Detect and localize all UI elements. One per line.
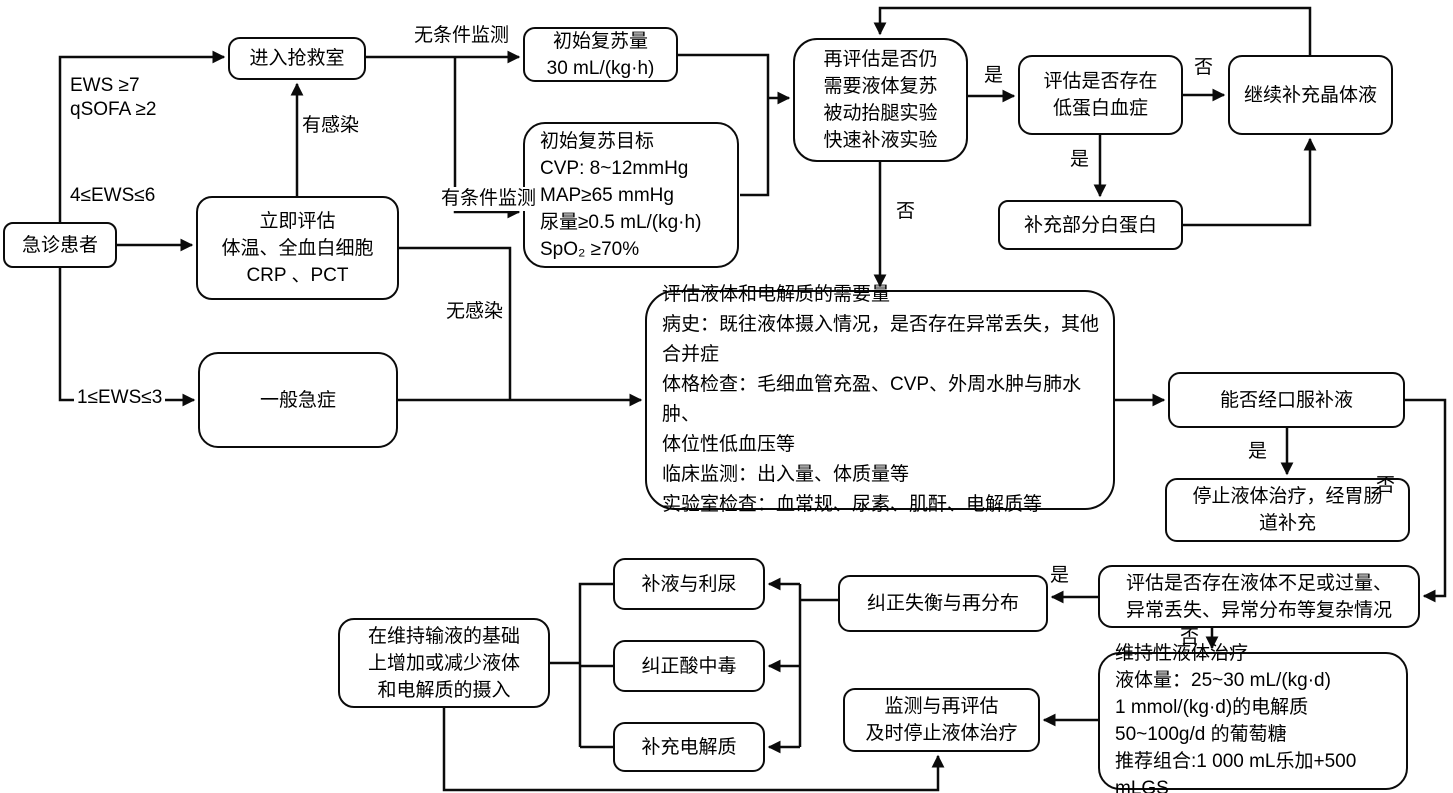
node-stop-fluid-therapy-label: 停止液体治疗，经胃肠 道补充 (1192, 486, 1383, 534)
node-continue-crystalloid-label: 继续补充晶体液 (1243, 84, 1377, 106)
node-adjust-on-maintenance-infusion-label: 在维持输液的基础 上增加或减少液体 和电解质的摄入 (367, 625, 520, 701)
node-supplement-electrolytes: 补充电解质 (613, 722, 765, 772)
edge-label-monitor-available: 有条件监测 (438, 187, 540, 211)
node-enter-rescue-room-label: 进入抢救室 (249, 48, 345, 69)
edge-label-yes-oral: 是 (1248, 441, 1268, 462)
edge-oral-to-complex (1405, 398, 1447, 603)
edge-resus-join (678, 53, 770, 197)
node-emergency-patient: 急诊患者 (3, 222, 117, 268)
edge-crystalloid-loop-to-reassess (873, 6, 1312, 55)
node-reassess-fluid-need: 再评估是否仍 需要液体复苏 被动抬腿实验 快速补液实验 (793, 38, 968, 162)
node-initial-resuscitation-target-label: 初始复苏目标 CVP: 8~12mmHg MAP≥65 mmHg 尿量≥0.5 … (540, 130, 702, 260)
node-fluid-electrolyte-needs-assessment: 评估液体和电解质的需要量 病史：既往液体摄入情况，是否存在异常丢失，其他 合并症… (645, 284, 1115, 515)
edge-label-no-infection: 无感染 (446, 301, 504, 322)
node-correct-acidosis: 纠正酸中毒 (613, 640, 765, 692)
node-oral-rehydration-possible-label: 能否经口服补液 (1219, 389, 1353, 411)
node-complex-situation-eval-label: 评估是否存在液体不足或过量、 异常丢失、异常分布等复杂情况 (1125, 572, 1392, 621)
node-continue-crystalloid: 继续补充晶体液 (1228, 55, 1393, 135)
node-monitor-reassess-stop: 监测与再评估 及时停止液体治疗 (843, 688, 1040, 752)
edge-label-infection: 有感染 (302, 115, 360, 136)
node-complex-situation-eval: 评估是否存在液体不足或过量、 异常丢失、异常分布等复杂情况 (1098, 565, 1420, 628)
node-adjust-on-maintenance-infusion: 在维持输液的基础 上增加或减少液体 和电解质的摄入 (338, 618, 550, 708)
edge-label-yes-hypoproteinemia: 是 (1070, 149, 1090, 170)
edge-rebalance-split (798, 584, 838, 747)
node-initial-resuscitation-volume-label: 初始复苏量 30 mL/(kg·h) (546, 30, 655, 79)
edge-label-no-oral: 否 (1376, 475, 1396, 496)
node-hypoproteinemia-check: 评估是否存在 低蛋白血症 (1018, 55, 1183, 135)
node-enter-rescue-room: 进入抢救室 (228, 37, 366, 80)
node-correct-imbalance-redistribution: 纠正失衡与再分布 (838, 575, 1048, 632)
edge-label-no-need-fluid: 否 (896, 201, 916, 222)
node-rehydration-diuresis-label: 补液与利尿 (641, 573, 737, 595)
edge-label-ews-high: EWS ≥7 qSOFA ≥2 (70, 75, 157, 120)
edge-label-yes-need-fluid: 是 (984, 65, 1004, 86)
node-correct-imbalance-redistribution-label: 纠正失衡与再分布 (866, 593, 1019, 614)
node-oral-rehydration-possible: 能否经口服补液 (1168, 372, 1405, 428)
edge-label-no-hypoproteinemia: 否 (1194, 57, 1214, 78)
node-immediate-evaluation: 立即评估 体温、全血白细胞 CRP 、PCT (196, 196, 399, 300)
node-maintenance-fluid-therapy: 维持性液体治疗 液体量：25~30 mL/(kg·d) 1 mmol/(kg·d… (1098, 643, 1408, 793)
node-hypoproteinemia-check-label: 评估是否存在 低蛋白血症 (1043, 71, 1158, 119)
node-maintenance-fluid-therapy-label: 维持性液体治疗 液体量：25~30 mL/(kg·d) 1 mmol/(kg·d… (1115, 643, 1357, 793)
edge-correction-collector (550, 582, 613, 749)
node-fluid-electrolyte-needs-assessment-label: 评估液体和电解质的需要量 病史：既往液体摄入情况，是否存在异常丢失，其他 合并症… (662, 284, 1100, 515)
edge-albumin-to-crystalloid (1183, 137, 1317, 227)
node-supplement-electrolytes-label: 补充电解质 (641, 736, 737, 758)
node-rehydration-diuresis: 补液与利尿 (613, 558, 765, 610)
node-immediate-evaluation-label: 立即评估 体温、全血白细胞 CRP 、PCT (221, 210, 374, 286)
edge-label-yes-complex: 是 (1050, 565, 1070, 586)
edge-label-monitor-unavailable: 无条件监测 (414, 25, 510, 46)
edge-patient-to-general (58, 268, 196, 407)
edge-adjust-to-monitor (442, 708, 945, 792)
edge-patient-to-rescue (58, 50, 226, 222)
node-supplement-albumin: 补充部分白蛋白 (998, 200, 1183, 250)
edge-rescue-to-initial-target (453, 57, 521, 219)
node-general-emergency-label: 一般急症 (259, 389, 336, 411)
edge-label-no-complex: 否 (1180, 627, 1200, 648)
node-supplement-albumin-label: 补充部分白蛋白 (1023, 214, 1157, 236)
edge-label-ews-low: 1≤EWS≤3 (74, 386, 166, 410)
node-reassess-fluid-need-label: 再评估是否仍 需要液体复苏 被动抬腿实验 快速补液实验 (823, 49, 938, 151)
node-monitor-reassess-stop-label: 监测与再评估 及时停止液体治疗 (865, 696, 1018, 744)
node-general-emergency: 一般急症 (198, 352, 398, 448)
edge-no-infection-join (399, 246, 512, 400)
node-initial-resuscitation-volume: 初始复苏量 30 mL/(kg·h) (523, 27, 678, 82)
edge-label-ews-mid: 4≤EWS≤6 (70, 185, 156, 206)
node-correct-acidosis-label: 纠正酸中毒 (641, 655, 737, 677)
node-stop-fluid-therapy: 停止液体治疗，经胃肠 道补充 (1165, 478, 1410, 542)
node-emergency-patient-label: 急诊患者 (21, 234, 98, 256)
node-initial-resuscitation-target: 初始复苏目标 CVP: 8~12mmHg MAP≥65 mmHg 尿量≥0.5 … (523, 122, 739, 268)
